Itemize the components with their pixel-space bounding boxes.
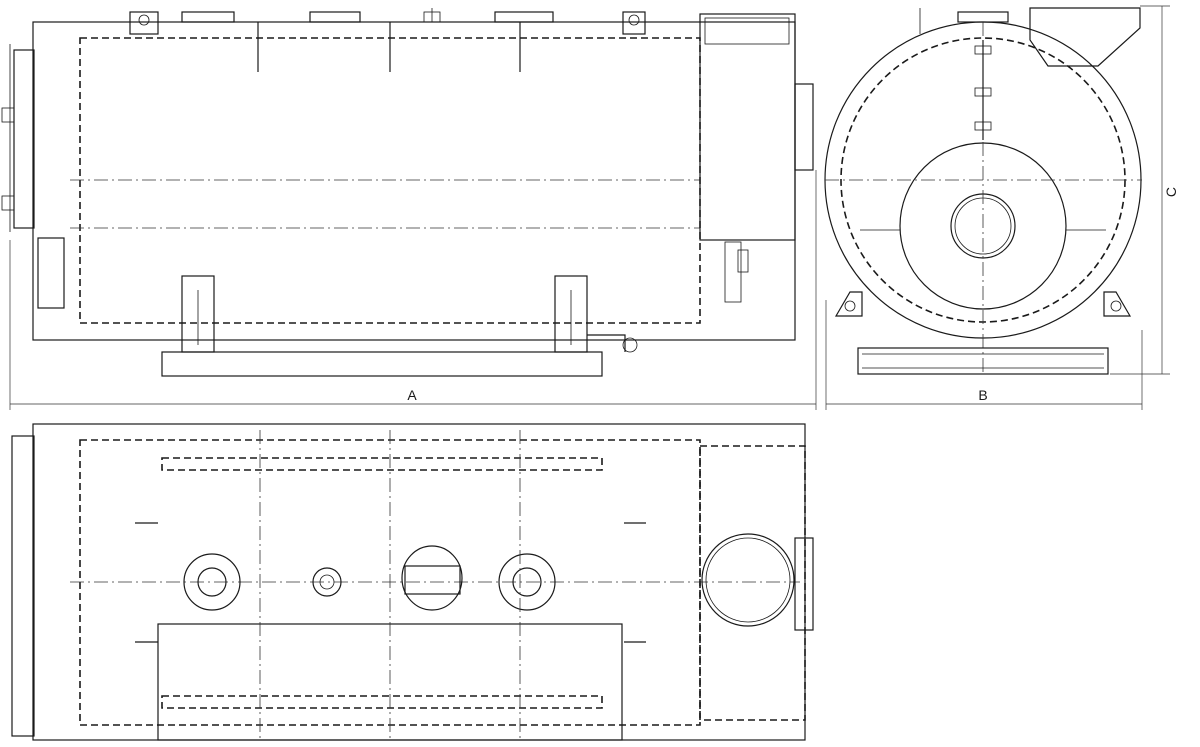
- dimension-label-a: A: [407, 387, 417, 403]
- side-view: A: [1, 8, 817, 410]
- top-view: [11, 423, 814, 741]
- front-view: B C: [824, 5, 1179, 410]
- dimension-label-c: C: [1163, 187, 1179, 197]
- dimension-label-b: B: [978, 387, 987, 403]
